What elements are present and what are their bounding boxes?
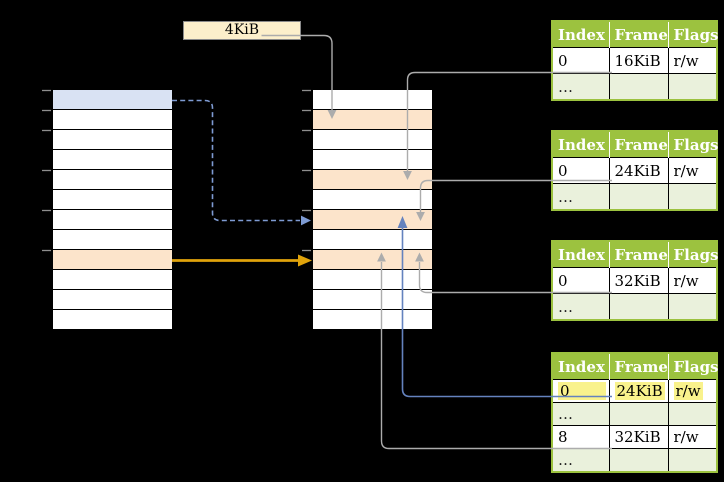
cell-frame: [608, 448, 669, 473]
table-row-ellipsis: …: [551, 293, 718, 321]
virtual-page-row: [53, 170, 172, 190]
virtual-page-row: [53, 250, 172, 270]
physical-frame-row: [313, 130, 432, 150]
physical-frame-row: [313, 90, 432, 110]
virtual-page-row: [53, 290, 172, 310]
cell-frame: 16KiB: [608, 47, 669, 74]
cell-index: …: [551, 402, 610, 426]
cell-frame: 24KiB: [608, 379, 669, 403]
table-header-row: Index Frame Flags: [552, 353, 719, 380]
cell-index: …: [551, 183, 610, 211]
virtual-page-row: [53, 270, 172, 290]
cell-frame: 32KiB: [608, 425, 669, 449]
physical-frame-row: [313, 230, 432, 250]
physical-frame-row: [313, 150, 432, 170]
column-header-index: Index: [552, 21, 609, 48]
physical-frame-row: [313, 310, 432, 329]
page-table-1: Index Frame Flags 0 16KiB r/w …: [551, 20, 719, 101]
virtual-page-row: [53, 310, 172, 329]
table-header-row: Index Frame Flags: [552, 131, 719, 158]
cell-index: …: [551, 448, 610, 473]
physical-memory-column: [312, 89, 433, 330]
cell-index: 0: [551, 379, 610, 403]
column-header-frame: Frame: [608, 241, 668, 268]
table-header-row: Index Frame Flags: [552, 241, 719, 268]
cell-flags: r/w: [667, 157, 718, 184]
cell-index: 8: [551, 425, 610, 449]
column-header-index: Index: [552, 353, 609, 380]
physical-frame-row: [313, 170, 432, 190]
cell-index: 0: [551, 267, 610, 294]
virtual-page-row: [53, 190, 172, 210]
physical-frame-row: [313, 250, 432, 270]
page-table-3: Index Frame Flags 0 32KiB r/w …: [551, 240, 719, 321]
column-header-flags: Flags: [667, 21, 719, 48]
table-header-row: Index Frame Flags: [552, 21, 719, 48]
page-table-4: Index Frame Flags 0 24KiB r/w … 8 32KiB …: [551, 352, 719, 473]
table-row: 0 16KiB r/w: [551, 47, 718, 74]
table-row-ellipsis: …: [551, 73, 718, 101]
cell-frame: [608, 402, 669, 426]
column-header-index: Index: [552, 131, 609, 158]
cell-flags: r/w: [667, 47, 718, 74]
cell-index: …: [551, 73, 610, 101]
physical-frame-row: [313, 270, 432, 290]
column-header-flags: Flags: [667, 353, 719, 380]
cell-flags: [667, 293, 718, 321]
cell-index: 0: [551, 157, 610, 184]
arrow-virtual-page-to-frame-dashed: [172, 99, 311, 226]
virtual-page-row: [53, 210, 172, 230]
virtual-page-row: [53, 150, 172, 170]
physical-frame-row: [313, 210, 432, 230]
highlight-flags: r/w: [673, 382, 703, 400]
table-row-ellipsis: …: [551, 402, 718, 426]
cell-flags: r/w: [667, 267, 718, 294]
cell-frame: [608, 73, 669, 101]
cell-flags: [667, 402, 718, 426]
column-header-index: Index: [552, 241, 609, 268]
column-header-frame: Frame: [608, 353, 668, 380]
physical-frame-row: [313, 290, 432, 310]
cell-flags: [667, 448, 718, 473]
virtual-memory-column: [52, 89, 173, 330]
table-row: 0 24KiB r/w: [551, 157, 718, 184]
table-row-highlighted: 0 24KiB r/w: [551, 379, 718, 403]
highlight-index: 0: [558, 382, 606, 400]
cell-flags: [667, 73, 718, 101]
table-row-ellipsis: …: [551, 183, 718, 211]
table-row-ellipsis: …: [551, 448, 718, 473]
physical-frame-row: [313, 190, 432, 210]
column-header-flags: Flags: [667, 131, 719, 158]
virtual-page-row: [53, 230, 172, 250]
cell-frame: [608, 293, 669, 321]
cell-flags: r/w: [667, 379, 718, 403]
physical-frame-row: [313, 110, 432, 130]
cell-index: 0: [551, 47, 610, 74]
cell-index: …: [551, 293, 610, 321]
highlight-frame: 24KiB: [614, 382, 665, 400]
cell-flags: [667, 183, 718, 211]
cell-frame: [608, 183, 669, 211]
table-row: 0 32KiB r/w: [551, 267, 718, 294]
column-header-frame: Frame: [608, 21, 668, 48]
column-header-frame: Frame: [608, 131, 668, 158]
virtual-page-row: [53, 90, 172, 110]
page-table-2: Index Frame Flags 0 24KiB r/w …: [551, 130, 719, 211]
cell-frame: 24KiB: [608, 157, 669, 184]
virtual-page-row: [53, 110, 172, 130]
arrow-virtual-page-to-frame-gold: [172, 254, 312, 267]
column-header-flags: Flags: [667, 241, 719, 268]
cell-flags: r/w: [667, 425, 718, 449]
virtual-page-row: [53, 130, 172, 150]
page-size-label: 4KiB: [183, 21, 301, 40]
table-row: 8 32KiB r/w: [551, 425, 718, 449]
cell-frame: 32KiB: [608, 267, 669, 294]
